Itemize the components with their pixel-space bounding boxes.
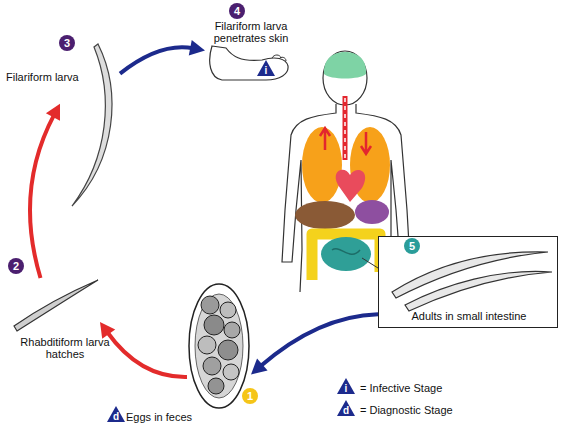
toes (272, 55, 286, 61)
egg-cell (220, 302, 236, 318)
egg-shell (189, 284, 249, 408)
stage-marker-letter: i (256, 65, 276, 77)
stage-label: Rhabditiform larva hatches (15, 336, 115, 360)
stage-label: Filariform larva penetrates skin (206, 20, 296, 44)
cycle-arrow (251, 314, 378, 374)
stage-label: Adults in small intestine (379, 310, 559, 322)
adult-worm (405, 271, 552, 311)
arrow-line (30, 114, 54, 278)
stage-triangle (337, 400, 355, 416)
stage-label: Eggs in feces (126, 411, 206, 423)
egg-cell (218, 340, 238, 360)
stomach (355, 200, 389, 224)
arrow-head (189, 40, 205, 56)
callout-number: 5 (402, 240, 422, 252)
cycle-arrow (120, 40, 205, 74)
stage-label: Filariform larva (6, 71, 86, 83)
egg-cell (208, 378, 224, 394)
migration-arrows (320, 128, 371, 154)
egg-cell (203, 357, 221, 375)
stage-node: Filariform larva (60, 40, 120, 208)
left-lung (302, 127, 342, 203)
stage-node: Filariform larva penetrates skin (205, 45, 290, 82)
stage-marker-letter: d (106, 411, 126, 423)
legend-text: = Infective Stage (360, 382, 442, 394)
stage-marker-letter: i (336, 383, 356, 395)
adults-box: Adults in small intestine (378, 236, 558, 328)
egg-cell (198, 336, 216, 354)
stage-node: Eggs in feces (187, 283, 251, 410)
egg-cell (224, 322, 240, 338)
cycle-arrow (30, 104, 60, 278)
large-intestine (312, 234, 380, 280)
liver (295, 201, 355, 229)
callout-number: 3 (57, 37, 77, 49)
heart (336, 170, 366, 202)
egg-cell (201, 296, 219, 314)
intestine-fold (332, 249, 360, 254)
trachea (343, 96, 348, 160)
callout-number: 4 (227, 5, 247, 17)
stage-triangle (257, 60, 275, 76)
stage-triangle (337, 378, 355, 394)
leader-line (362, 258, 378, 268)
filariform-larva (72, 44, 112, 206)
brain (324, 52, 366, 79)
egg-drawing (189, 284, 249, 408)
trachea-dash (344, 98, 346, 158)
legend-text: = Diagnostic Stage (360, 404, 453, 416)
arrow-head (46, 104, 60, 121)
stage-node: Rhabditiform larva hatches (15, 278, 100, 333)
stage-marker-letter: d (336, 405, 356, 417)
rhabditiform-larva (14, 280, 98, 331)
arrow-line (107, 332, 187, 377)
callout-number: 1 (240, 390, 260, 402)
egg-cell (223, 364, 239, 380)
small-intestine (321, 237, 371, 271)
cycle-arrow (100, 322, 187, 377)
arrow-line (120, 47, 193, 73)
foot (210, 46, 288, 80)
egg-cell (204, 315, 224, 335)
callout-number: 2 (6, 260, 26, 272)
adults-box-fill (378, 236, 558, 328)
arrow-head (251, 359, 268, 375)
egg-content (195, 294, 243, 398)
arrow-line (260, 314, 378, 366)
stage-triangle (107, 406, 125, 422)
